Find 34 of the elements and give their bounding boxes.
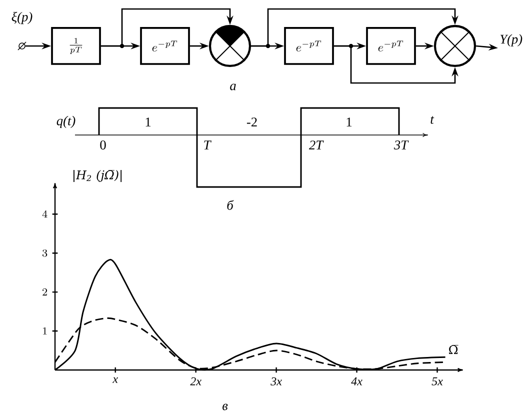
integrator-block: $\frac{1}{pT}$ <box>51 27 101 65</box>
input-terminal <box>18 42 26 50</box>
x-tick-label: 5x <box>432 377 443 386</box>
x-tick-label: 4x <box>351 377 362 386</box>
tick-label: 3T <box>394 140 409 150</box>
level-value: -2 <box>246 118 257 126</box>
y-tick-label: 2 <box>42 288 48 296</box>
output-label: Y(p) <box>500 34 522 46</box>
axis-label: q(t) <box>56 116 76 128</box>
x-tick-label: 2x <box>190 377 202 386</box>
x-tick-label: 3x <box>270 377 282 386</box>
y-tick-label: 1 <box>42 327 47 334</box>
panel-letter: б <box>227 200 234 210</box>
summing-junction <box>434 24 476 68</box>
level-value: 1 <box>146 118 151 126</box>
delay-block: $e^{-pT}$ <box>140 27 190 65</box>
level-value: 1 <box>346 118 352 126</box>
y-tick-label: 4 <box>42 210 48 218</box>
panel-letter: в <box>222 404 228 410</box>
arrow <box>251 8 458 47</box>
node-caption: ξ(p) <box>12 12 32 24</box>
tick-label: 2T <box>308 140 324 150</box>
y-axis-title: |H$_{2}$ (jΩ̅)| <box>74 170 122 182</box>
summing-junction <box>208 24 252 68</box>
delay-block: $e^{-pT}$ <box>284 27 334 65</box>
tick-label: T <box>204 140 212 150</box>
y-tick-label: 3 <box>42 249 48 257</box>
tick-label: 0 <box>100 140 106 150</box>
x-tick-label: x <box>112 377 118 383</box>
delay-block: $e^{-pT}$ <box>366 27 416 65</box>
panel-letter: а <box>230 84 236 90</box>
x-axis-title: Ω̅ <box>449 344 458 354</box>
arrow <box>100 8 234 47</box>
axis-label: t <box>430 116 434 124</box>
